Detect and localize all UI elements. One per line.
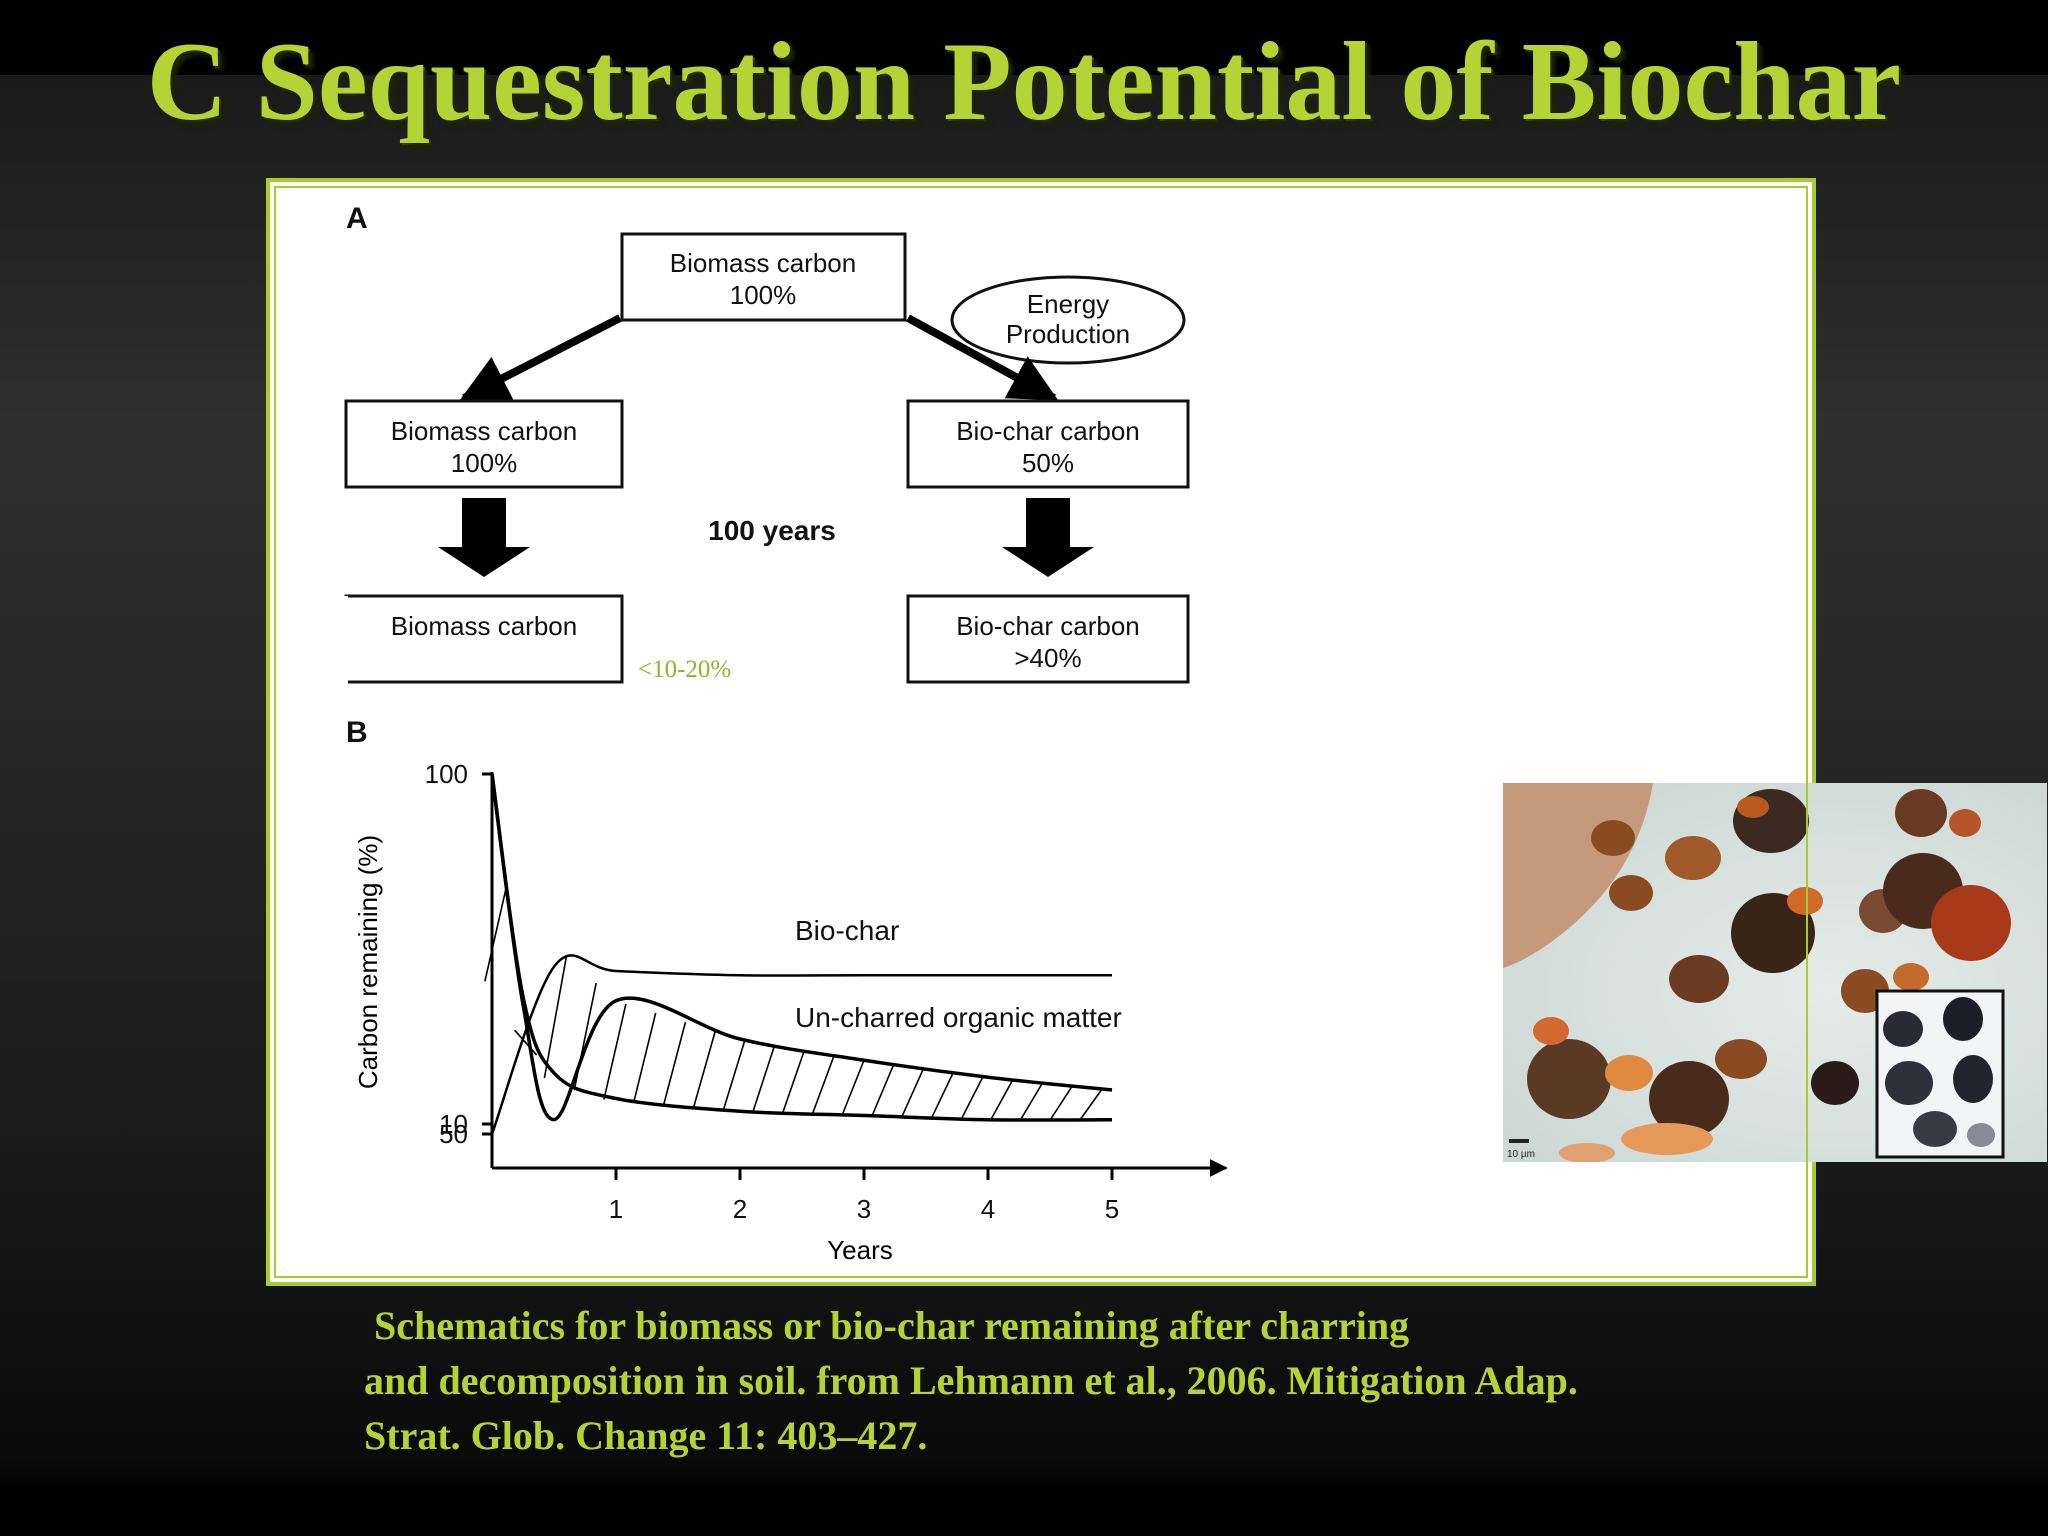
band-hatch-line: [663, 1022, 685, 1105]
band-hatch-line: [812, 1055, 834, 1114]
micrograph-inset: [1877, 991, 2003, 1157]
y-tick-label: 10: [439, 1109, 468, 1139]
band-hatch-line: [872, 1064, 894, 1116]
band-hatch-line: [693, 1031, 715, 1108]
band-hatch-line: [604, 1004, 626, 1100]
band-hatch-line: [1080, 1089, 1102, 1120]
x-tick-label: 3: [857, 1194, 871, 1224]
band-hatch-line: [485, 885, 507, 982]
right-bottom-line2: >40%: [1014, 643, 1081, 673]
uncharred-lower-curve: [492, 774, 1112, 1120]
caption-line-3: Strat. Glob. Change 11: 403–427.: [364, 1408, 1844, 1463]
band-hatch-line: [782, 1050, 804, 1113]
period-label: 100 years: [708, 515, 836, 546]
caption-line-2: and decomposition in soil. from Lehmann …: [364, 1353, 1844, 1408]
band-hatch-line: [931, 1072, 953, 1118]
uncharred-upper-curve: [492, 774, 1112, 1120]
left-bottom-annotation: <10-20%: [638, 656, 731, 683]
band-hatch-line: [902, 1068, 924, 1117]
series-label-uncharred: Un-charred organic matter: [795, 1002, 1122, 1033]
energy-oval-line1: Energy: [1027, 289, 1109, 319]
figure-frame: A Biomass carbon 100% Energy Production …: [266, 178, 1816, 1286]
slide-title: C Sequestration Potential of Biochar: [0, 22, 2048, 142]
x-tick-label: 5: [1105, 1194, 1119, 1224]
block-arrow-left: [438, 498, 530, 577]
biochar-micrograph: 10 µm: [1503, 783, 2047, 1162]
band-hatch-line: [753, 1045, 775, 1112]
right-mid-line2: 50%: [1022, 448, 1074, 478]
band-hatch-line: [723, 1040, 745, 1112]
left-bottom-line1: Biomass carbon: [391, 611, 577, 641]
x-tick-label: 4: [981, 1194, 995, 1224]
top-box-line1: Biomass carbon: [670, 248, 856, 278]
scale-bar: [1509, 1139, 1529, 1143]
caption-line-1: Schematics for biomass or bio-char remai…: [364, 1298, 1844, 1353]
y-tick-label: 100: [425, 759, 468, 789]
x-tick-label: 1: [609, 1194, 623, 1224]
band-hatch-line: [991, 1080, 1013, 1120]
panel-b-label: B: [346, 716, 368, 749]
band-hatch-line: [1050, 1086, 1072, 1120]
top-box-line2: 100%: [730, 280, 797, 310]
y-axis-label: Carbon remaining (%): [353, 835, 383, 1089]
band-hatch-line: [634, 1013, 656, 1103]
series-label-biochar: Bio-char: [795, 915, 899, 946]
left-mid-line1: Biomass carbon: [391, 416, 577, 446]
left-mid-line2: 100%: [451, 448, 518, 478]
panel-a-label: A: [346, 202, 368, 235]
block-arrow-right: [1002, 498, 1094, 577]
band-hatch-line: [1021, 1083, 1043, 1120]
band-hatch-line: [842, 1060, 864, 1115]
band-hatch-line: [961, 1077, 983, 1120]
right-mid-line1: Bio-char carbon: [956, 416, 1140, 446]
x-axis-label: Years: [827, 1235, 893, 1265]
x-tick-label: 2: [733, 1194, 747, 1224]
right-bottom-line1: Bio-char carbon: [956, 611, 1140, 641]
figure-caption: Schematics for biomass or bio-char remai…: [364, 1298, 1844, 1463]
scale-bar-label: 10 µm: [1507, 1149, 1535, 1160]
micrograph-image: 10 µm: [1503, 783, 2047, 1162]
energy-oval-line2: Production: [1006, 319, 1130, 349]
arrow-to-biomass: [464, 318, 620, 398]
